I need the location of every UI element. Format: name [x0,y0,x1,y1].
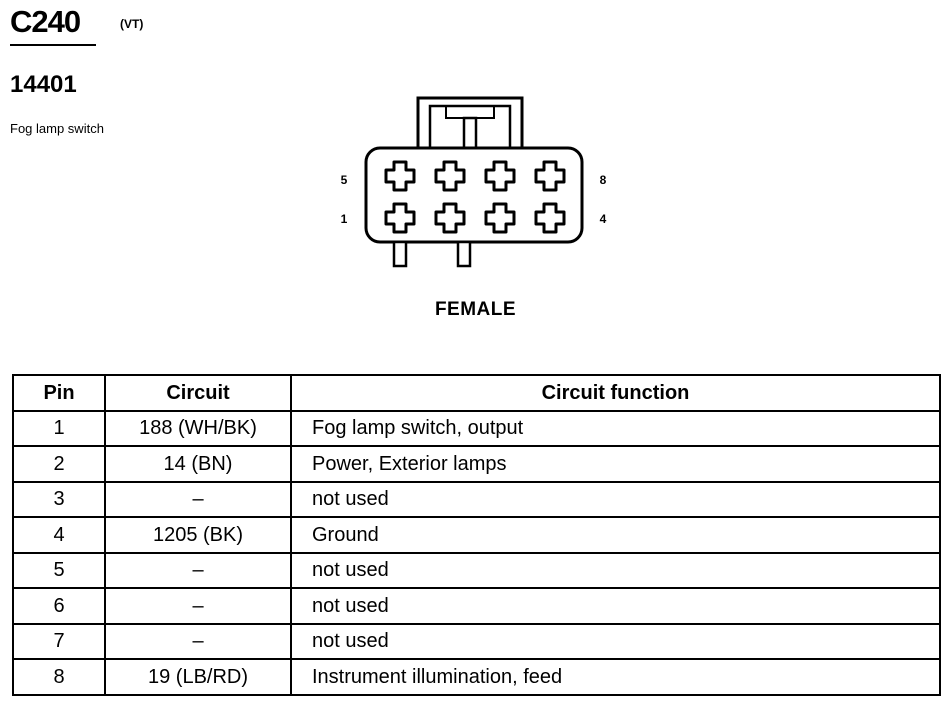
pin-label-8: 8 [600,173,607,187]
pin-label-1: 1 [341,212,348,226]
connector-latch-key [462,116,478,150]
connector-id-underline [10,44,96,46]
circuit-cell: – [104,622,292,660]
table-row: 1 188 (WH/BK) Fog lamp switch, output [12,409,941,447]
cavity-pin-8 [534,160,566,192]
table-row: 8 19 (LB/RD) Instrument illumination, fe… [12,658,941,696]
pin-label-5: 5 [341,173,348,187]
table-row: 6 – not used [12,587,941,625]
function-cell: Fog lamp switch, output [290,409,941,447]
cavity-pin-7 [484,160,516,192]
pin-cell: 8 [12,658,106,696]
connector-description: Fog lamp switch [10,121,104,136]
circuit-cell: – [104,551,292,589]
table-row: 4 1205 (BK) Ground [12,516,941,554]
table-row: 2 14 (BN) Power, Exterior lamps [12,445,941,483]
cavity-pin-6 [434,160,466,192]
cavity-pin-4 [534,202,566,234]
function-column-header: Circuit function [290,374,941,412]
function-cell: Ground [290,516,941,554]
connector-cavities [384,160,566,234]
cavity-pin-5 [384,160,416,192]
connector-latch [416,96,524,148]
connector-id: C240 [10,4,81,39]
function-cell: not used [290,480,941,518]
function-cell: not used [290,622,941,660]
pin-cell: 3 [12,480,106,518]
pin-cell: 1 [12,409,106,447]
connector-gender-label: FEMALE [434,299,517,320]
circuit-cell: 1205 (BK) [104,516,292,554]
connector-variant: (VT) [120,17,144,31]
pin-cell: 7 [12,622,106,660]
table-row: 3 – not used [12,480,941,518]
pin-column-header: Pin [12,374,106,412]
function-cell: not used [290,587,941,625]
table-header-row: Pin Circuit Circuit function [12,374,941,412]
table-row: 5 – not used [12,551,941,589]
pin-table: Pin Circuit Circuit function 1 188 (WH/B… [12,374,941,696]
connector-face-diagram: 5 1 8 4 [341,96,607,268]
circuit-column-header: Circuit [104,374,292,412]
cavity-pin-1 [384,202,416,234]
function-cell: Instrument illumination, feed [290,658,941,696]
circuit-cell: – [104,587,292,625]
part-number: 14401 [10,71,77,98]
circuit-cell: 14 (BN) [104,445,292,483]
cavity-pin-3 [484,202,516,234]
circuit-cell: 19 (LB/RD) [104,658,292,696]
connector-latch-inner [428,104,512,148]
pin-label-4: 4 [600,212,607,226]
connector-leg-left [392,240,408,268]
pin-cell: 5 [12,551,106,589]
pin-cell: 6 [12,587,106,625]
cavity-pin-2 [434,202,466,234]
function-cell: not used [290,551,941,589]
connector-housing [364,146,584,244]
pin-cell: 4 [12,516,106,554]
function-cell: Power, Exterior lamps [290,445,941,483]
circuit-cell: 188 (WH/BK) [104,409,292,447]
circuit-cell: – [104,480,292,518]
connector-latch-tab [445,106,495,119]
table-row: 7 – not used [12,622,941,660]
pin-cell: 2 [12,445,106,483]
connector-leg-right [456,240,472,268]
